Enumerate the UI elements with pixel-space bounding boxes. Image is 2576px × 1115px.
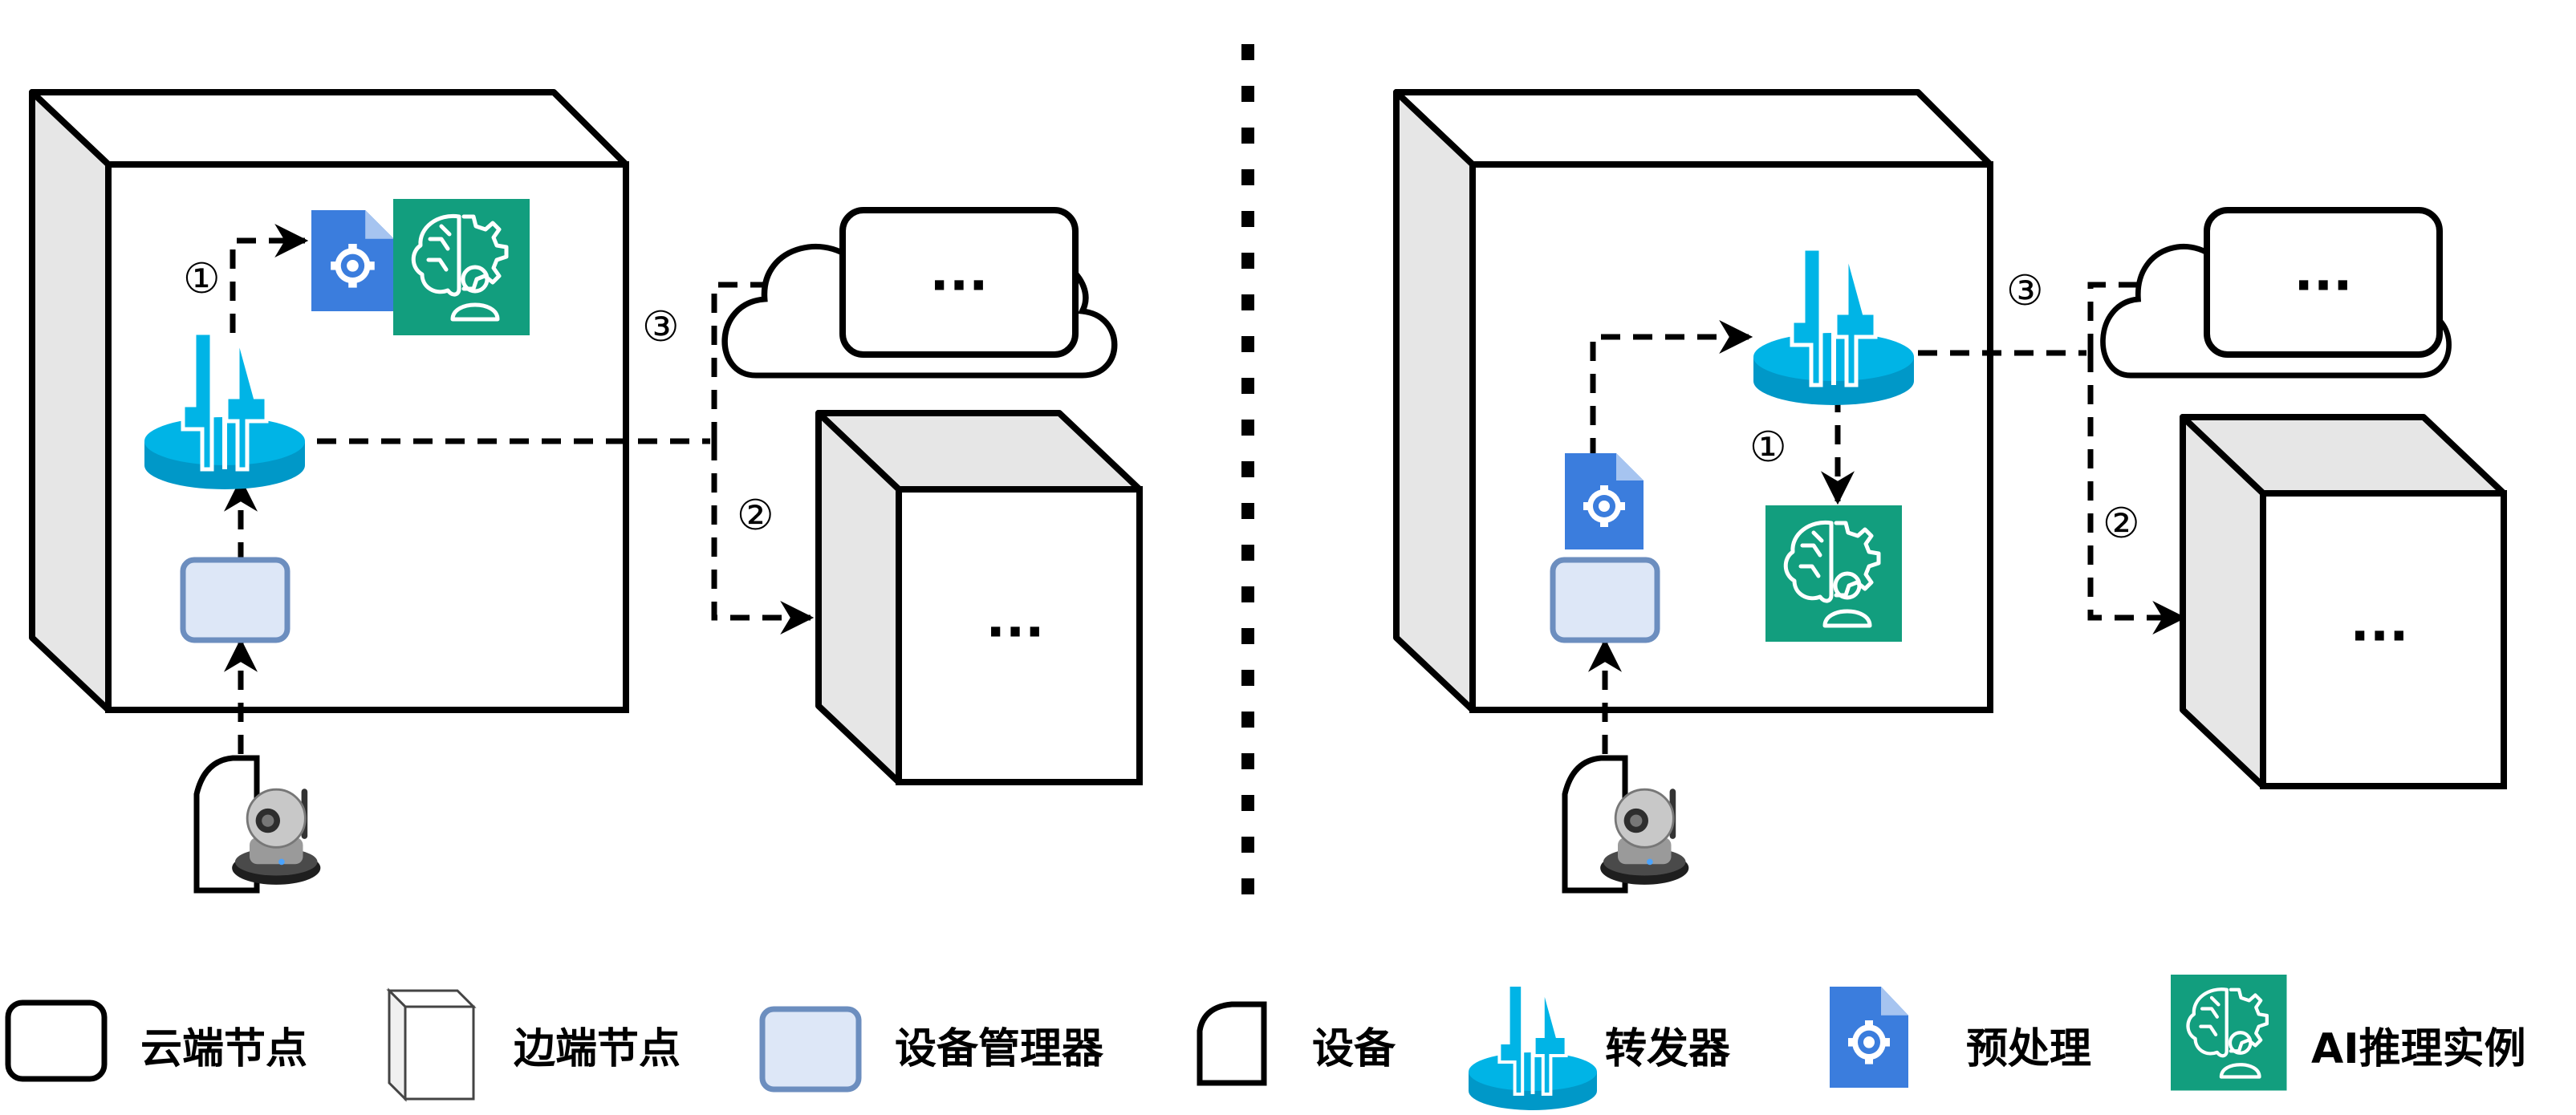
left-marker-2: ② [737,492,774,540]
legend-cloud-node-label: 云端节点 [140,1025,307,1073]
legend-preprocess-label: 预处理 [1966,1025,2091,1073]
right-panel: ① ③ ② ··· ··· [1393,89,2507,890]
right-edge-node-main [1393,89,1993,713]
right-marker-3: ③ [2006,267,2044,315]
left-line-to-edge [711,441,815,635]
legend-device-manager-swatch [759,1006,862,1093]
right-line-manager-to-forwarder [1590,320,1753,457]
left-edge-node-main [29,89,629,713]
legend-cloud-node-swatch [5,999,108,1082]
right-edge-content: ··· [2350,607,2409,667]
left-cloud-node: ··· [725,207,1115,375]
left-device-manager [180,557,291,643]
legend-edge-node-label: 边端节点 [514,1025,681,1073]
legend-device-label: 设备 [1312,1025,1396,1073]
right-line-to-edge [2087,353,2187,635]
left-marker-3: ③ [642,303,680,351]
left-edge-node-small: ··· [815,410,1143,785]
legend-device-swatch [1197,1001,1267,1086]
legend-ai-instance-icon [2171,975,2287,1091]
legend: 云端节点 边端节点 设备管理器 设备 转发器 预处理 AI推理实例 [5,975,2526,1110]
right-ai-instance-icon [1765,505,1902,642]
right-cloud-content: ··· [2294,257,2353,316]
right-device-manager [1550,557,1660,643]
legend-edge-node-swatch [386,987,477,1102]
legend-forwarder-label: 转发器 [1605,1025,1731,1073]
left-panel: ① ③ ② ··· ··· [29,89,1143,890]
left-ai-instance-icon [393,199,530,335]
left-line-forwarder-to-preprocess [230,224,309,333]
left-edge-content: ··· [986,603,1045,663]
right-marker-1: ① [1749,424,1787,472]
legend-preprocess-icon [1830,987,1908,1088]
left-marker-1: ① [183,255,221,303]
left-cloud-content: ··· [930,257,989,316]
right-edge-node-small: ··· [2180,414,2507,789]
legend-ai-instance-label: AI推理实例 [2311,1025,2526,1073]
legend-device-manager-label: 设备管理器 [895,1025,1104,1073]
right-marker-2: ② [2103,500,2140,548]
legend-forwarder-icon [1469,985,1597,1110]
right-cloud-node: ··· [2103,207,2448,375]
